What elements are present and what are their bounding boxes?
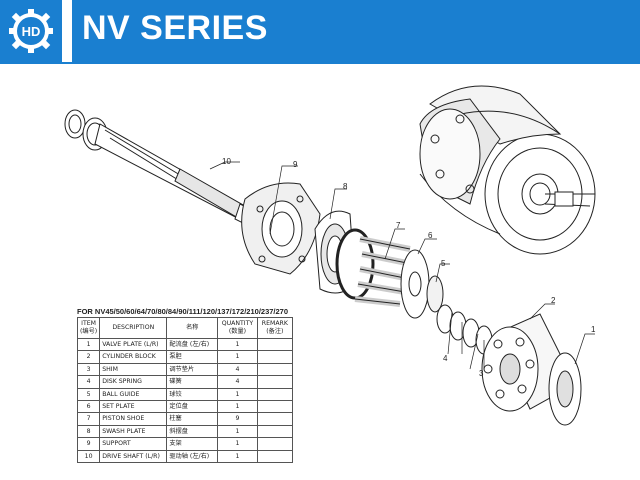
page-header: HD NV SERIES [0, 0, 640, 62]
table-caption: FOR NV45/50/60/64/70/80/84/90/111/120/13… [77, 307, 289, 316]
header-quantity: QUANTITY(数量) [217, 317, 258, 339]
brand-logo: HD [0, 0, 62, 62]
callout-4: 4 [443, 354, 448, 363]
disk-springs-drawing [436, 304, 493, 355]
piston-shoes-drawing [335, 228, 413, 307]
gear-logo-icon: HD [9, 9, 53, 53]
callout-6: 6 [428, 231, 433, 240]
header-name-cn: 名称 [166, 317, 219, 339]
callout-2: 2 [551, 296, 556, 305]
callout-10: 10 [222, 157, 231, 166]
header-item: ITEM(编号) [76, 317, 101, 339]
page-title: NV SERIES [82, 9, 268, 47]
set-plate-drawing [400, 249, 444, 319]
table-header-row: ITEM(编号) DESCRIPTION 名称 QUANTITY(数量) REM… [76, 317, 294, 339]
pump-housing-drawing [419, 85, 596, 255]
header-description: DESCRIPTION [99, 317, 168, 339]
svg-text:HD: HD [22, 24, 41, 39]
exploded-parts-diagram [64, 85, 596, 426]
callout-3: 3 [479, 369, 484, 378]
callout-5: 5 [441, 259, 446, 268]
support-drawing [241, 182, 321, 275]
header-divider [0, 62, 640, 64]
callout-8: 8 [343, 182, 348, 191]
callout-9: 9 [293, 160, 298, 169]
callout-1: 1 [591, 325, 596, 334]
parts-table: ITEM(编号) DESCRIPTION 名称 QUANTITY(数量) REM… [76, 317, 294, 464]
title-bar: NV SERIES [72, 0, 640, 62]
header-remark: REMARK(备注) [256, 317, 294, 339]
drive-shaft-drawing [64, 109, 261, 230]
valve-plate-drawing [548, 352, 582, 426]
callout-7: 7 [396, 221, 401, 230]
